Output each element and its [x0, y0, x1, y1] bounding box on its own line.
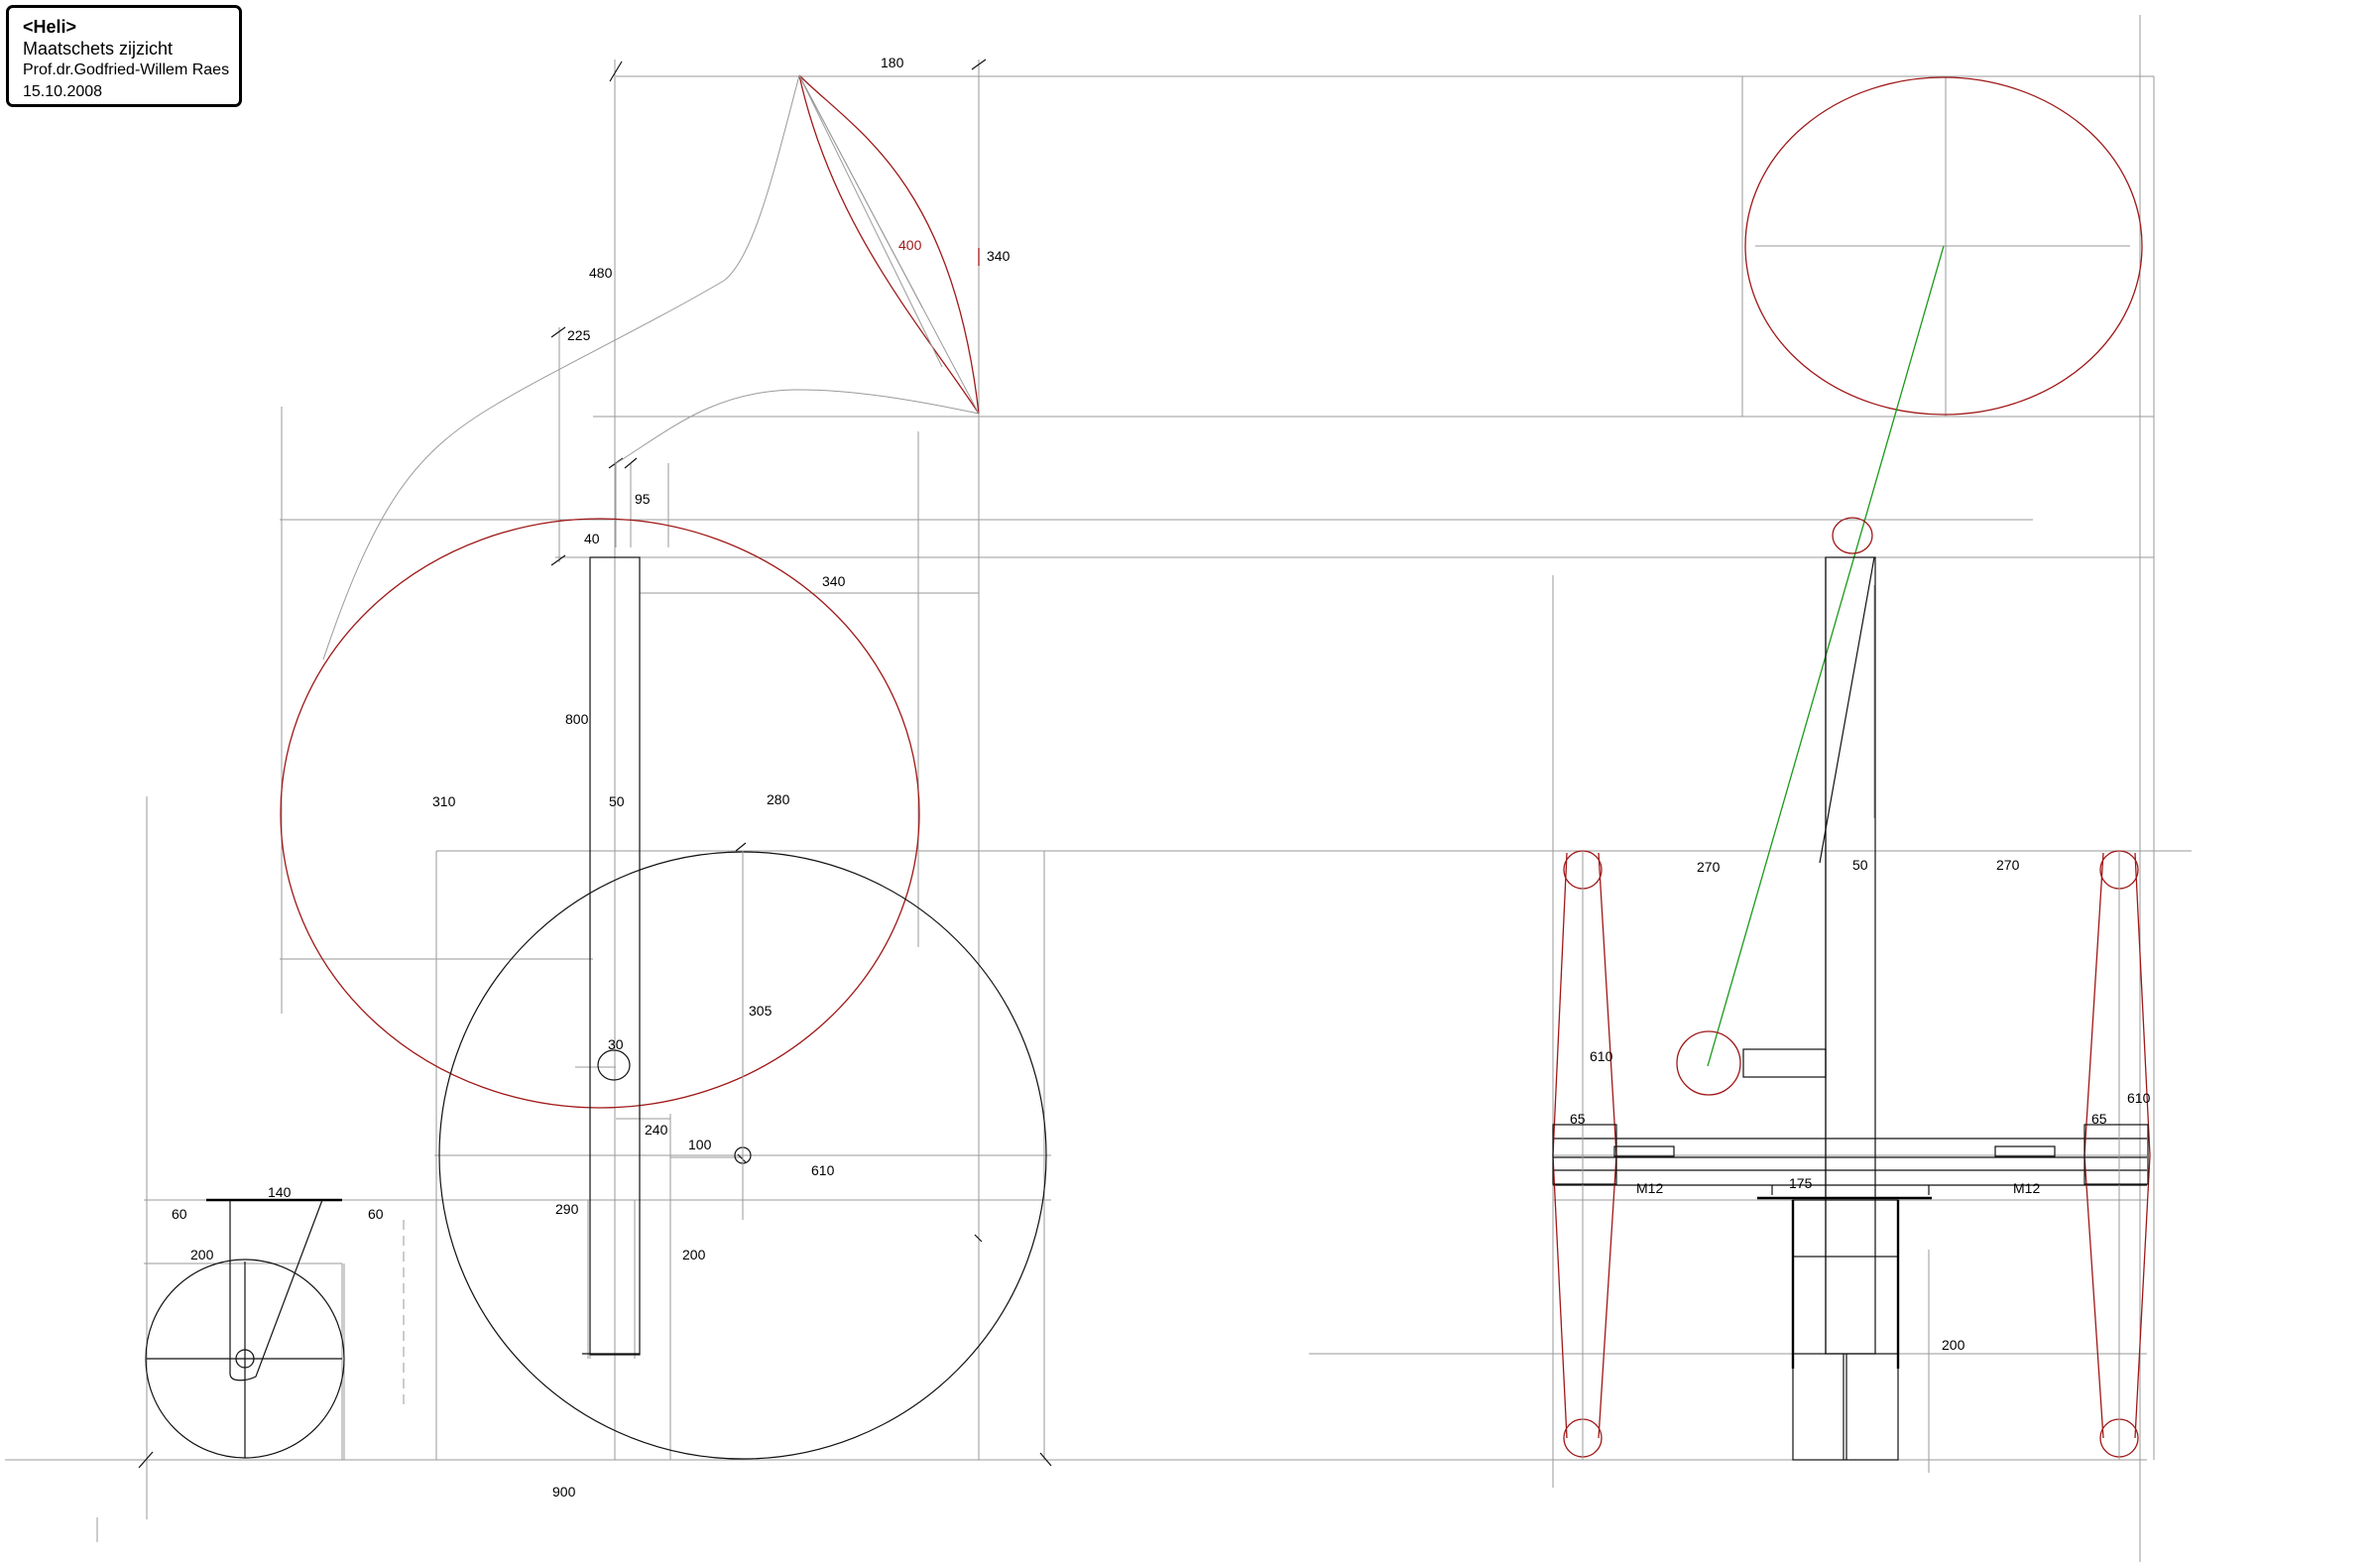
drawing-subtitle: Maatschets zijzicht	[23, 39, 174, 59]
title-block: <Heli> Maatschets zijzicht Prof.dr.Godfr…	[6, 5, 242, 107]
drawing-author: Prof.dr.Godfried-Willem Raes	[23, 61, 230, 78]
dim-65-left: 65	[1570, 1111, 1586, 1127]
dim-310: 310	[432, 793, 456, 809]
construction-lines	[5, 15, 2192, 1562]
dim-60-left: 60	[172, 1206, 187, 1222]
dim-280: 280	[767, 791, 790, 807]
front-view	[1552, 76, 2151, 1461]
dim-200-caster: 200	[190, 1247, 214, 1262]
dim-65-right: 65	[2091, 1111, 2107, 1127]
dim-200-post: 200	[682, 1247, 706, 1262]
dim-290: 290	[555, 1201, 579, 1217]
dim-610-left-leg: 610	[1590, 1048, 1613, 1064]
dim-m12-right: M12	[2013, 1180, 2040, 1196]
dim-340-top: 340	[987, 248, 1011, 264]
drawing-date: 15.10.2008	[23, 83, 103, 100]
project-name: <Heli>	[23, 17, 77, 37]
dim-50-left: 50	[609, 793, 625, 809]
dim-140: 140	[268, 1184, 292, 1200]
dim-610-wheel: 610	[811, 1162, 835, 1178]
dim-60-right: 60	[368, 1206, 384, 1222]
dim-225: 225	[567, 327, 591, 343]
dim-100: 100	[688, 1137, 712, 1152]
dim-180: 180	[881, 55, 904, 70]
dim-95: 95	[635, 491, 651, 507]
dim-480: 480	[589, 265, 613, 281]
dim-400: 400	[898, 237, 922, 253]
vertical-post	[582, 556, 641, 1356]
dim-800: 800	[565, 711, 589, 727]
dim-900: 900	[552, 1484, 576, 1500]
dim-270-left: 270	[1697, 859, 1721, 875]
horn-shape	[322, 74, 980, 661]
dim-200-right: 200	[1942, 1337, 1965, 1353]
caster-wheel	[145, 1198, 345, 1459]
body-ellipse	[280, 518, 920, 1109]
dim-305: 305	[749, 1003, 773, 1019]
dim-340-mid: 340	[822, 573, 846, 589]
dim-40: 40	[584, 531, 600, 546]
dim-610-right-leg: 610	[2127, 1090, 2151, 1106]
dimension-ticks	[138, 59, 1052, 1469]
dim-240: 240	[645, 1122, 668, 1138]
dim-30: 30	[608, 1036, 624, 1052]
dimension-labels: 180 480 400 340 225 95 40 340 800 310 50…	[172, 55, 2151, 1500]
dim-m12-left: M12	[1636, 1180, 1663, 1196]
main-wheel	[438, 851, 1047, 1460]
dim-50-right: 50	[1852, 857, 1868, 873]
dim-270-right: 270	[1996, 857, 2020, 873]
dim-175: 175	[1789, 1175, 1813, 1191]
